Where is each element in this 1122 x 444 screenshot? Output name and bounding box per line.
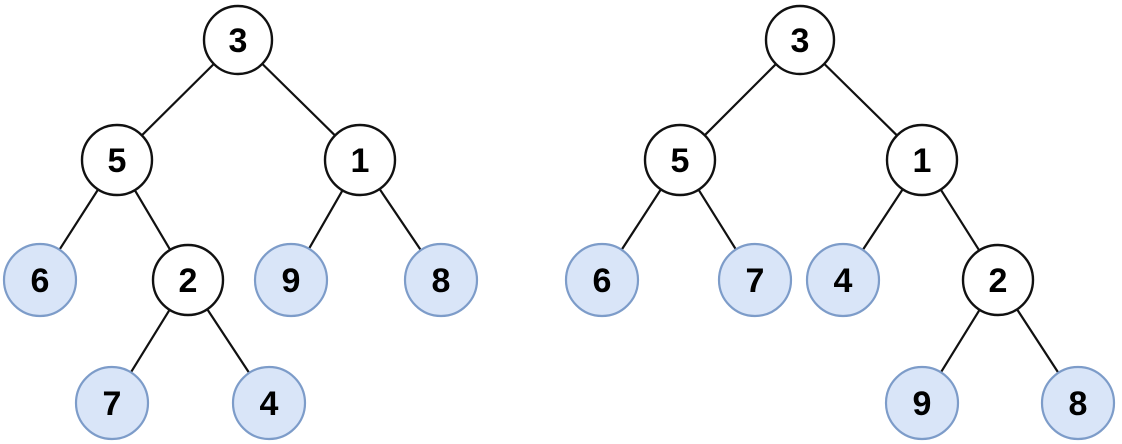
tree-node-R-5[interactable]: 5 [643,123,717,197]
node-label-L-7: 7 [103,385,122,423]
tree-edge-R-5-R-7 [696,187,738,252]
tree-node-R-9[interactable]: 9 [884,365,960,441]
tree-node-L-2[interactable]: 2 [151,243,225,317]
tree-node-R-2[interactable]: 2 [961,243,1035,317]
tree-edge-L-2-L-7 [129,307,172,375]
left-tree-nodes: 3 5 1 6 2 9 8 7 4 [2,4,479,441]
node-label-L-8: 8 [432,262,451,300]
node-label-R-4: 4 [834,262,853,300]
tree-node-L-4[interactable]: 4 [231,365,307,441]
tree-edge-R-2-R-9 [939,307,982,375]
tree-node-R-1[interactable]: 1 [885,123,959,197]
node-circle-L-8[interactable] [403,242,479,318]
tree-node-L-5[interactable]: 5 [80,123,154,197]
tree-node-L-7[interactable]: 7 [74,365,150,441]
node-label-R-8: 8 [1069,385,1088,423]
node-circle-L-3[interactable] [202,4,274,76]
node-label-R-7: 7 [746,262,765,300]
left-tree: 3 5 1 6 2 9 8 7 4 [2,4,479,441]
tree-edge-R-2-R-8 [1015,307,1061,375]
node-label-L-2: 2 [179,262,198,300]
node-circle-L-5[interactable] [80,123,154,197]
node-label-R-2: 2 [989,262,1008,300]
tree-node-R-8[interactable]: 8 [1040,365,1116,441]
tree-node-L-9[interactable]: 9 [253,242,329,318]
node-label-L-3: 3 [229,22,248,60]
tree-edge-L-5-L-2 [133,188,172,252]
node-circle-R-8[interactable] [1040,365,1116,441]
node-circle-L-2[interactable] [151,243,225,317]
tree-edge-L-3-L-1 [260,62,337,138]
node-circle-L-4[interactable] [231,365,307,441]
left-tree-edges [57,62,423,375]
node-circle-R-2[interactable] [961,243,1035,317]
node-label-R-5: 5 [671,142,690,180]
tree-edge-L-2-L-4 [205,307,251,375]
tree-edge-L-3-L-5 [140,62,216,138]
tree-edge-L-1-L-8 [377,187,423,253]
node-label-L-9: 9 [282,262,301,300]
node-circle-R-7[interactable] [717,242,793,318]
tree-node-R-3[interactable]: 3 [764,4,836,76]
tree-edge-R-1-R-4 [861,187,905,252]
node-circle-L-9[interactable] [253,242,329,318]
tree-node-R-7[interactable]: 7 [717,242,793,318]
right-tree: 3 5 1 6 7 4 2 9 8 [564,4,1116,441]
node-circle-R-6[interactable] [564,242,640,318]
node-label-L-5: 5 [108,142,127,180]
right-tree-nodes: 3 5 1 6 7 4 2 9 8 [564,4,1116,441]
node-label-R-9: 9 [913,385,932,423]
tree-edge-R-5-R-6 [619,187,663,252]
node-circle-L-7[interactable] [74,365,150,441]
node-label-L-1: 1 [351,142,370,180]
node-circle-R-1[interactable] [885,123,959,197]
tree-node-L-1[interactable]: 1 [323,123,397,197]
node-label-R-6: 6 [593,262,612,300]
tree-edge-L-5-L-6 [57,187,100,252]
node-circle-R-3[interactable] [764,4,836,76]
tree-node-R-6[interactable]: 6 [564,242,640,318]
node-circle-R-5[interactable] [643,123,717,197]
node-circle-R-4[interactable] [805,242,881,318]
tree-edge-R-3-R-1 [822,62,899,138]
tree-edge-L-1-L-9 [307,188,345,251]
node-label-L-6: 6 [31,262,50,300]
node-label-R-3: 3 [791,22,810,60]
node-label-R-1: 1 [913,142,932,180]
tree-edge-R-3-R-5 [702,62,778,138]
tree-node-L-6[interactable]: 6 [2,242,78,318]
node-circle-L-1[interactable] [323,123,397,197]
tree-node-L-8[interactable]: 8 [403,242,479,318]
node-label-L-4: 4 [260,385,279,423]
tree-edge-R-1-R-2 [939,187,981,253]
tree-node-R-4[interactable]: 4 [805,242,881,318]
node-circle-L-6[interactable] [2,242,78,318]
tree-node-L-3[interactable]: 3 [202,4,274,76]
node-circle-R-9[interactable] [884,365,960,441]
right-tree-edges [619,62,1061,375]
